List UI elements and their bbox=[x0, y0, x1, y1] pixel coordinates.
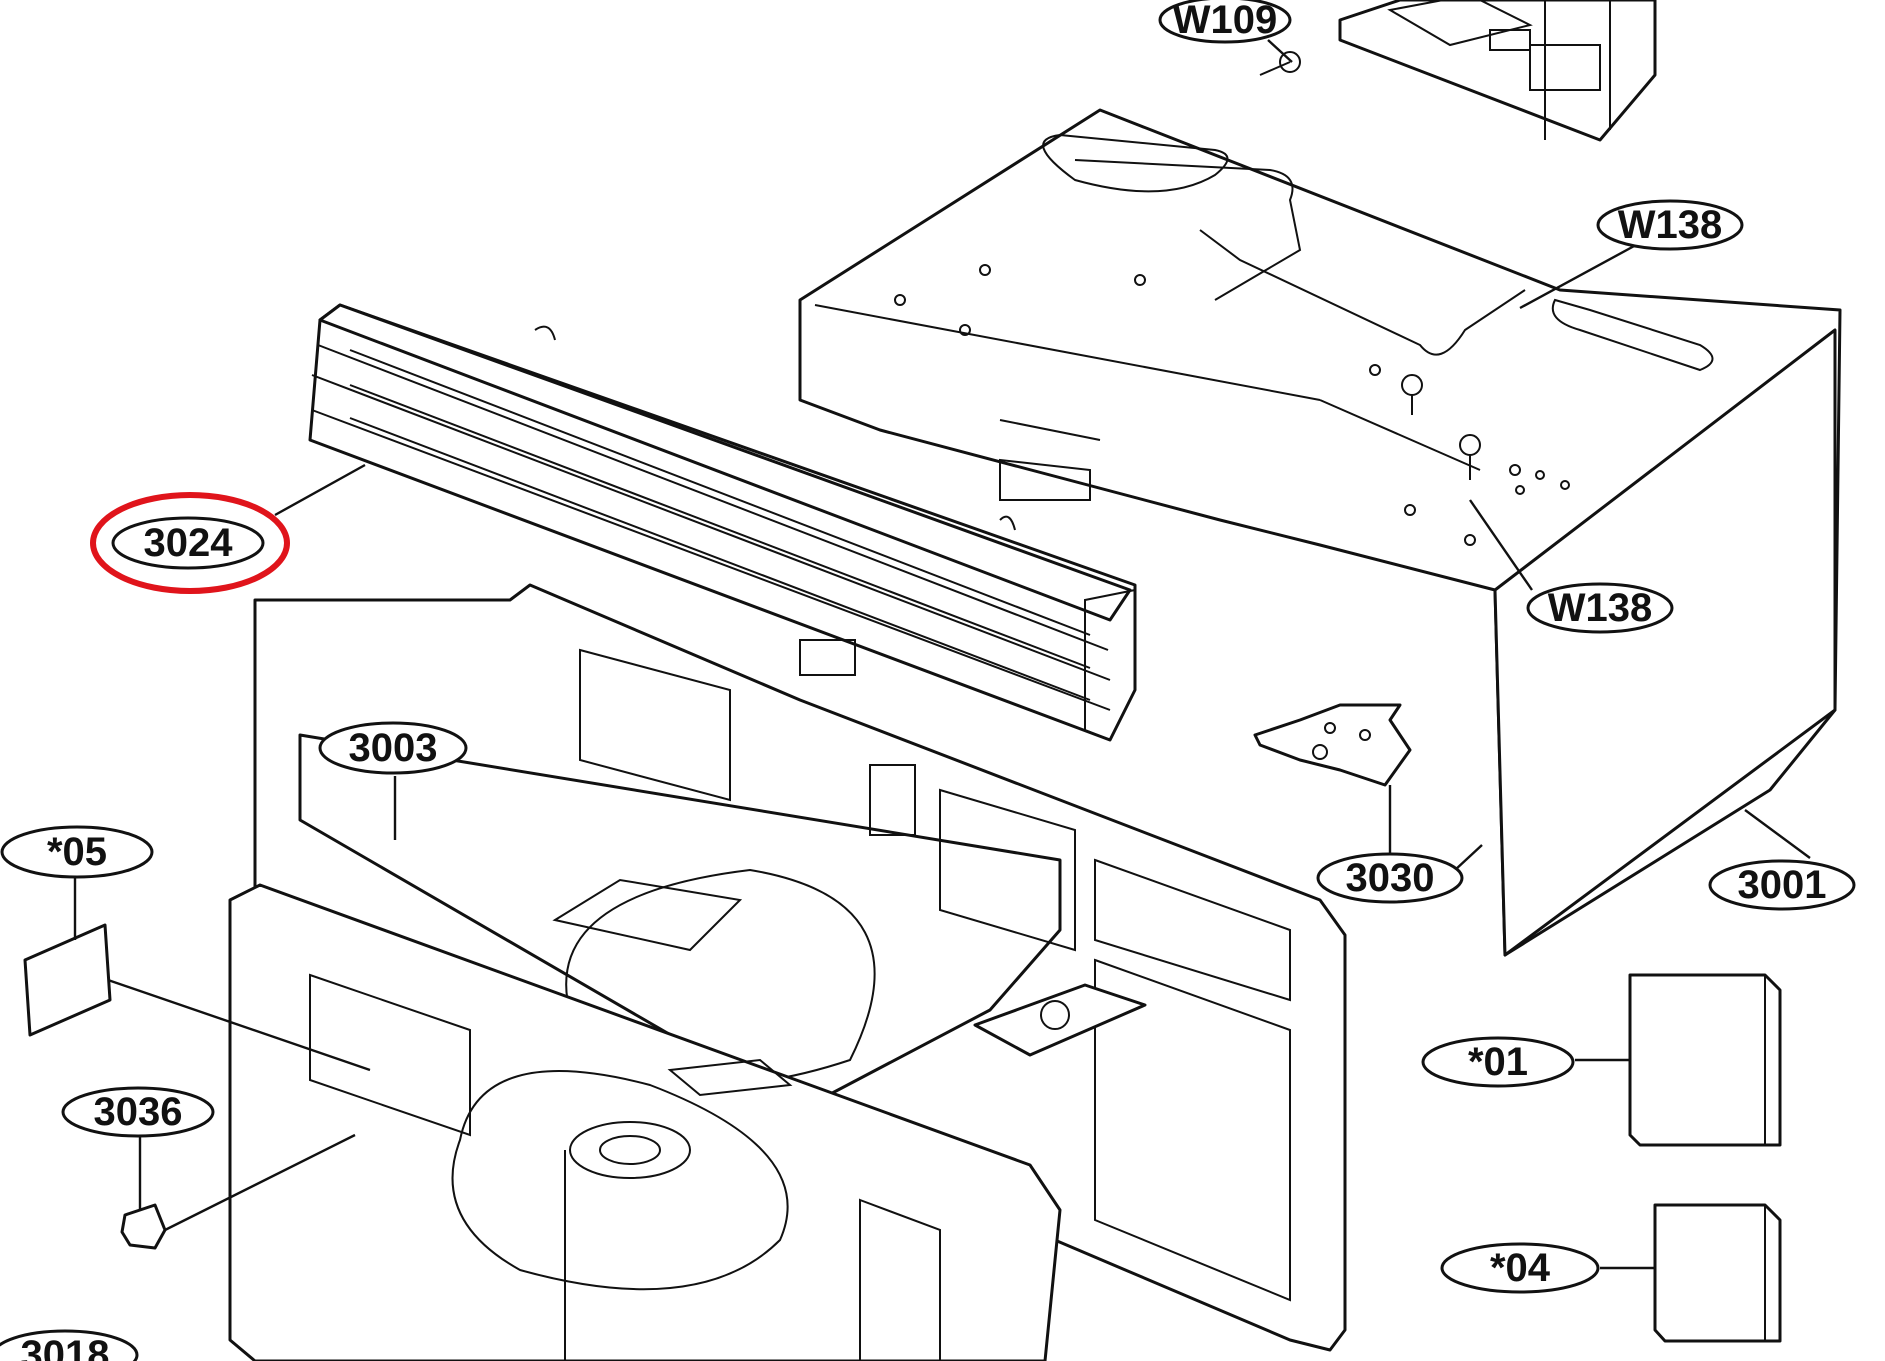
label-w138-right: W138 bbox=[1526, 582, 1674, 634]
control-board bbox=[1338, 0, 1657, 142]
label-3030: 3030 bbox=[1316, 852, 1464, 904]
label-05-text: *05 bbox=[47, 830, 107, 874]
label-3030-text: 3030 bbox=[1346, 856, 1435, 900]
label-04-text: *04 bbox=[1490, 1246, 1551, 1290]
screw-w138-upper bbox=[1401, 374, 1423, 415]
label-w138-top-text: W138 bbox=[1618, 203, 1723, 247]
label-05: *05 bbox=[0, 825, 154, 879]
front-frame bbox=[228, 883, 1062, 1361]
outer-cabinet bbox=[798, 108, 1842, 957]
box-04 bbox=[1653, 1203, 1782, 1343]
vent-grille-3024 bbox=[308, 303, 1137, 742]
label-3024-text: 3024 bbox=[144, 521, 234, 565]
screw-w138-lower bbox=[1459, 434, 1481, 480]
label-3001-text: 3001 bbox=[1738, 863, 1827, 907]
label-3018: 3018 bbox=[0, 1329, 139, 1361]
label-3003-text: 3003 bbox=[349, 726, 438, 770]
label-04: *04 bbox=[1440, 1242, 1600, 1294]
bracket-3030 bbox=[1253, 703, 1412, 787]
manual-sheet-05 bbox=[23, 923, 112, 1037]
label-3024: 3024 bbox=[90, 492, 290, 594]
latch-3036 bbox=[120, 1203, 167, 1250]
label-3036: 3036 bbox=[61, 1086, 215, 1138]
leader-lines bbox=[73, 39, 1811, 1270]
label-w138-top: W138 bbox=[1596, 199, 1744, 251]
label-3001: 3001 bbox=[1708, 859, 1856, 911]
oven-cavity-3003 bbox=[253, 583, 1347, 1352]
label-3036-text: 3036 bbox=[94, 1090, 183, 1134]
label-3003: 3003 bbox=[318, 721, 468, 775]
label-w109-text: W109 bbox=[1173, 0, 1278, 42]
side-panel bbox=[999, 419, 1101, 501]
highlight-circle bbox=[90, 492, 290, 594]
box-01 bbox=[1628, 973, 1782, 1147]
screw-w109 bbox=[1259, 51, 1301, 76]
label-01: *01 bbox=[1421, 1036, 1575, 1088]
label-w138-right-text: W138 bbox=[1548, 586, 1653, 630]
label-01-text: *01 bbox=[1468, 1040, 1528, 1084]
label-3018-text: 3018 bbox=[21, 1333, 110, 1361]
label-w109: W109 bbox=[1158, 0, 1292, 44]
